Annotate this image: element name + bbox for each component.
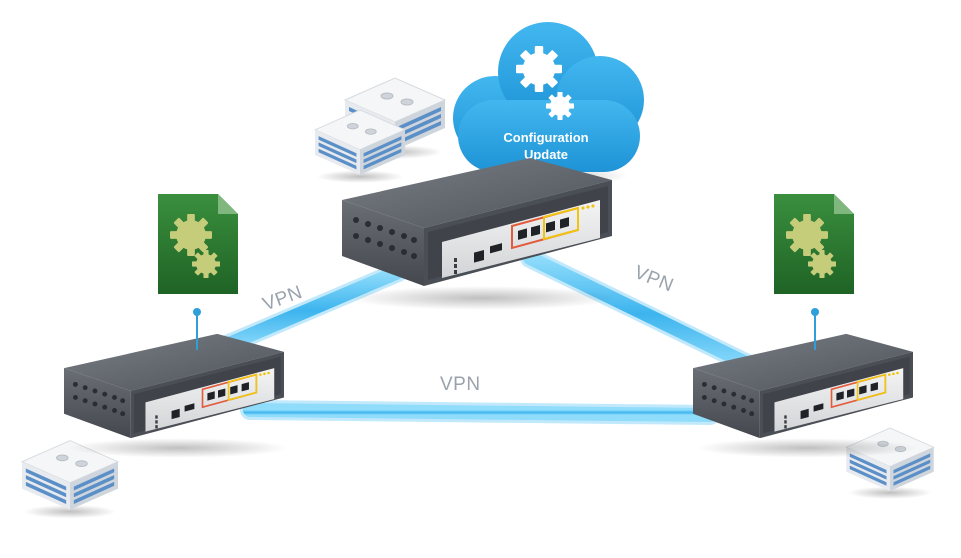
config-file-icon <box>774 194 854 294</box>
config-file-icon <box>158 194 238 294</box>
config-connector-left <box>193 308 201 350</box>
cloud-label-line1: Configuration <box>503 130 588 145</box>
vpn-label-hub-right: VPN <box>631 262 676 297</box>
cloud-label-line2: Update <box>524 147 568 162</box>
building-icon <box>845 427 935 500</box>
config-connector-right <box>811 308 819 350</box>
vpn-tunnel-left-right <box>240 400 720 425</box>
cloud-icon <box>453 22 644 186</box>
vpn-label-left-right: VPN <box>440 374 481 395</box>
vpn-tunnel-hub-right <box>520 248 770 380</box>
router-left <box>63 333 289 459</box>
vpn-tunnel-hub-left <box>205 262 408 360</box>
